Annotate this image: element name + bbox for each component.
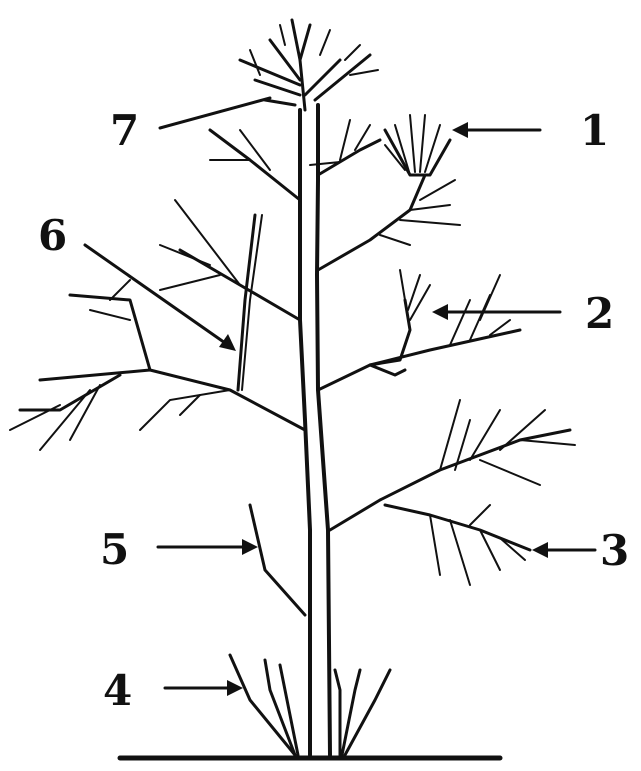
upper-left-branch — [210, 130, 300, 200]
left-middle-branch — [160, 200, 300, 320]
pointer-4 — [165, 680, 243, 696]
label-1: 1 — [580, 106, 609, 155]
upper-right-branch — [310, 120, 380, 175]
crossing-branch-2 — [318, 270, 520, 390]
label-5: 5 — [100, 525, 129, 574]
label-6: 6 — [38, 211, 67, 260]
right-middle-branch — [318, 175, 460, 270]
drooping-branch-3 — [385, 505, 530, 585]
pointer-3 — [532, 542, 595, 558]
top-crown-branches — [240, 20, 378, 110]
pointer-2 — [432, 304, 560, 320]
label-2: 2 — [585, 289, 614, 338]
vertical-shoot-6 — [238, 215, 262, 390]
dead-branch-5 — [250, 505, 305, 615]
pointer-7 — [160, 98, 270, 128]
lower-left-branch — [10, 280, 305, 450]
label-3: 3 — [600, 526, 629, 575]
label-7: 7 — [110, 106, 139, 155]
watersprout-cluster-1 — [385, 115, 450, 175]
label-4: 4 — [103, 666, 132, 715]
lower-right-branch — [330, 400, 575, 530]
pointer-5 — [158, 539, 258, 555]
pointer-1 — [452, 122, 540, 138]
